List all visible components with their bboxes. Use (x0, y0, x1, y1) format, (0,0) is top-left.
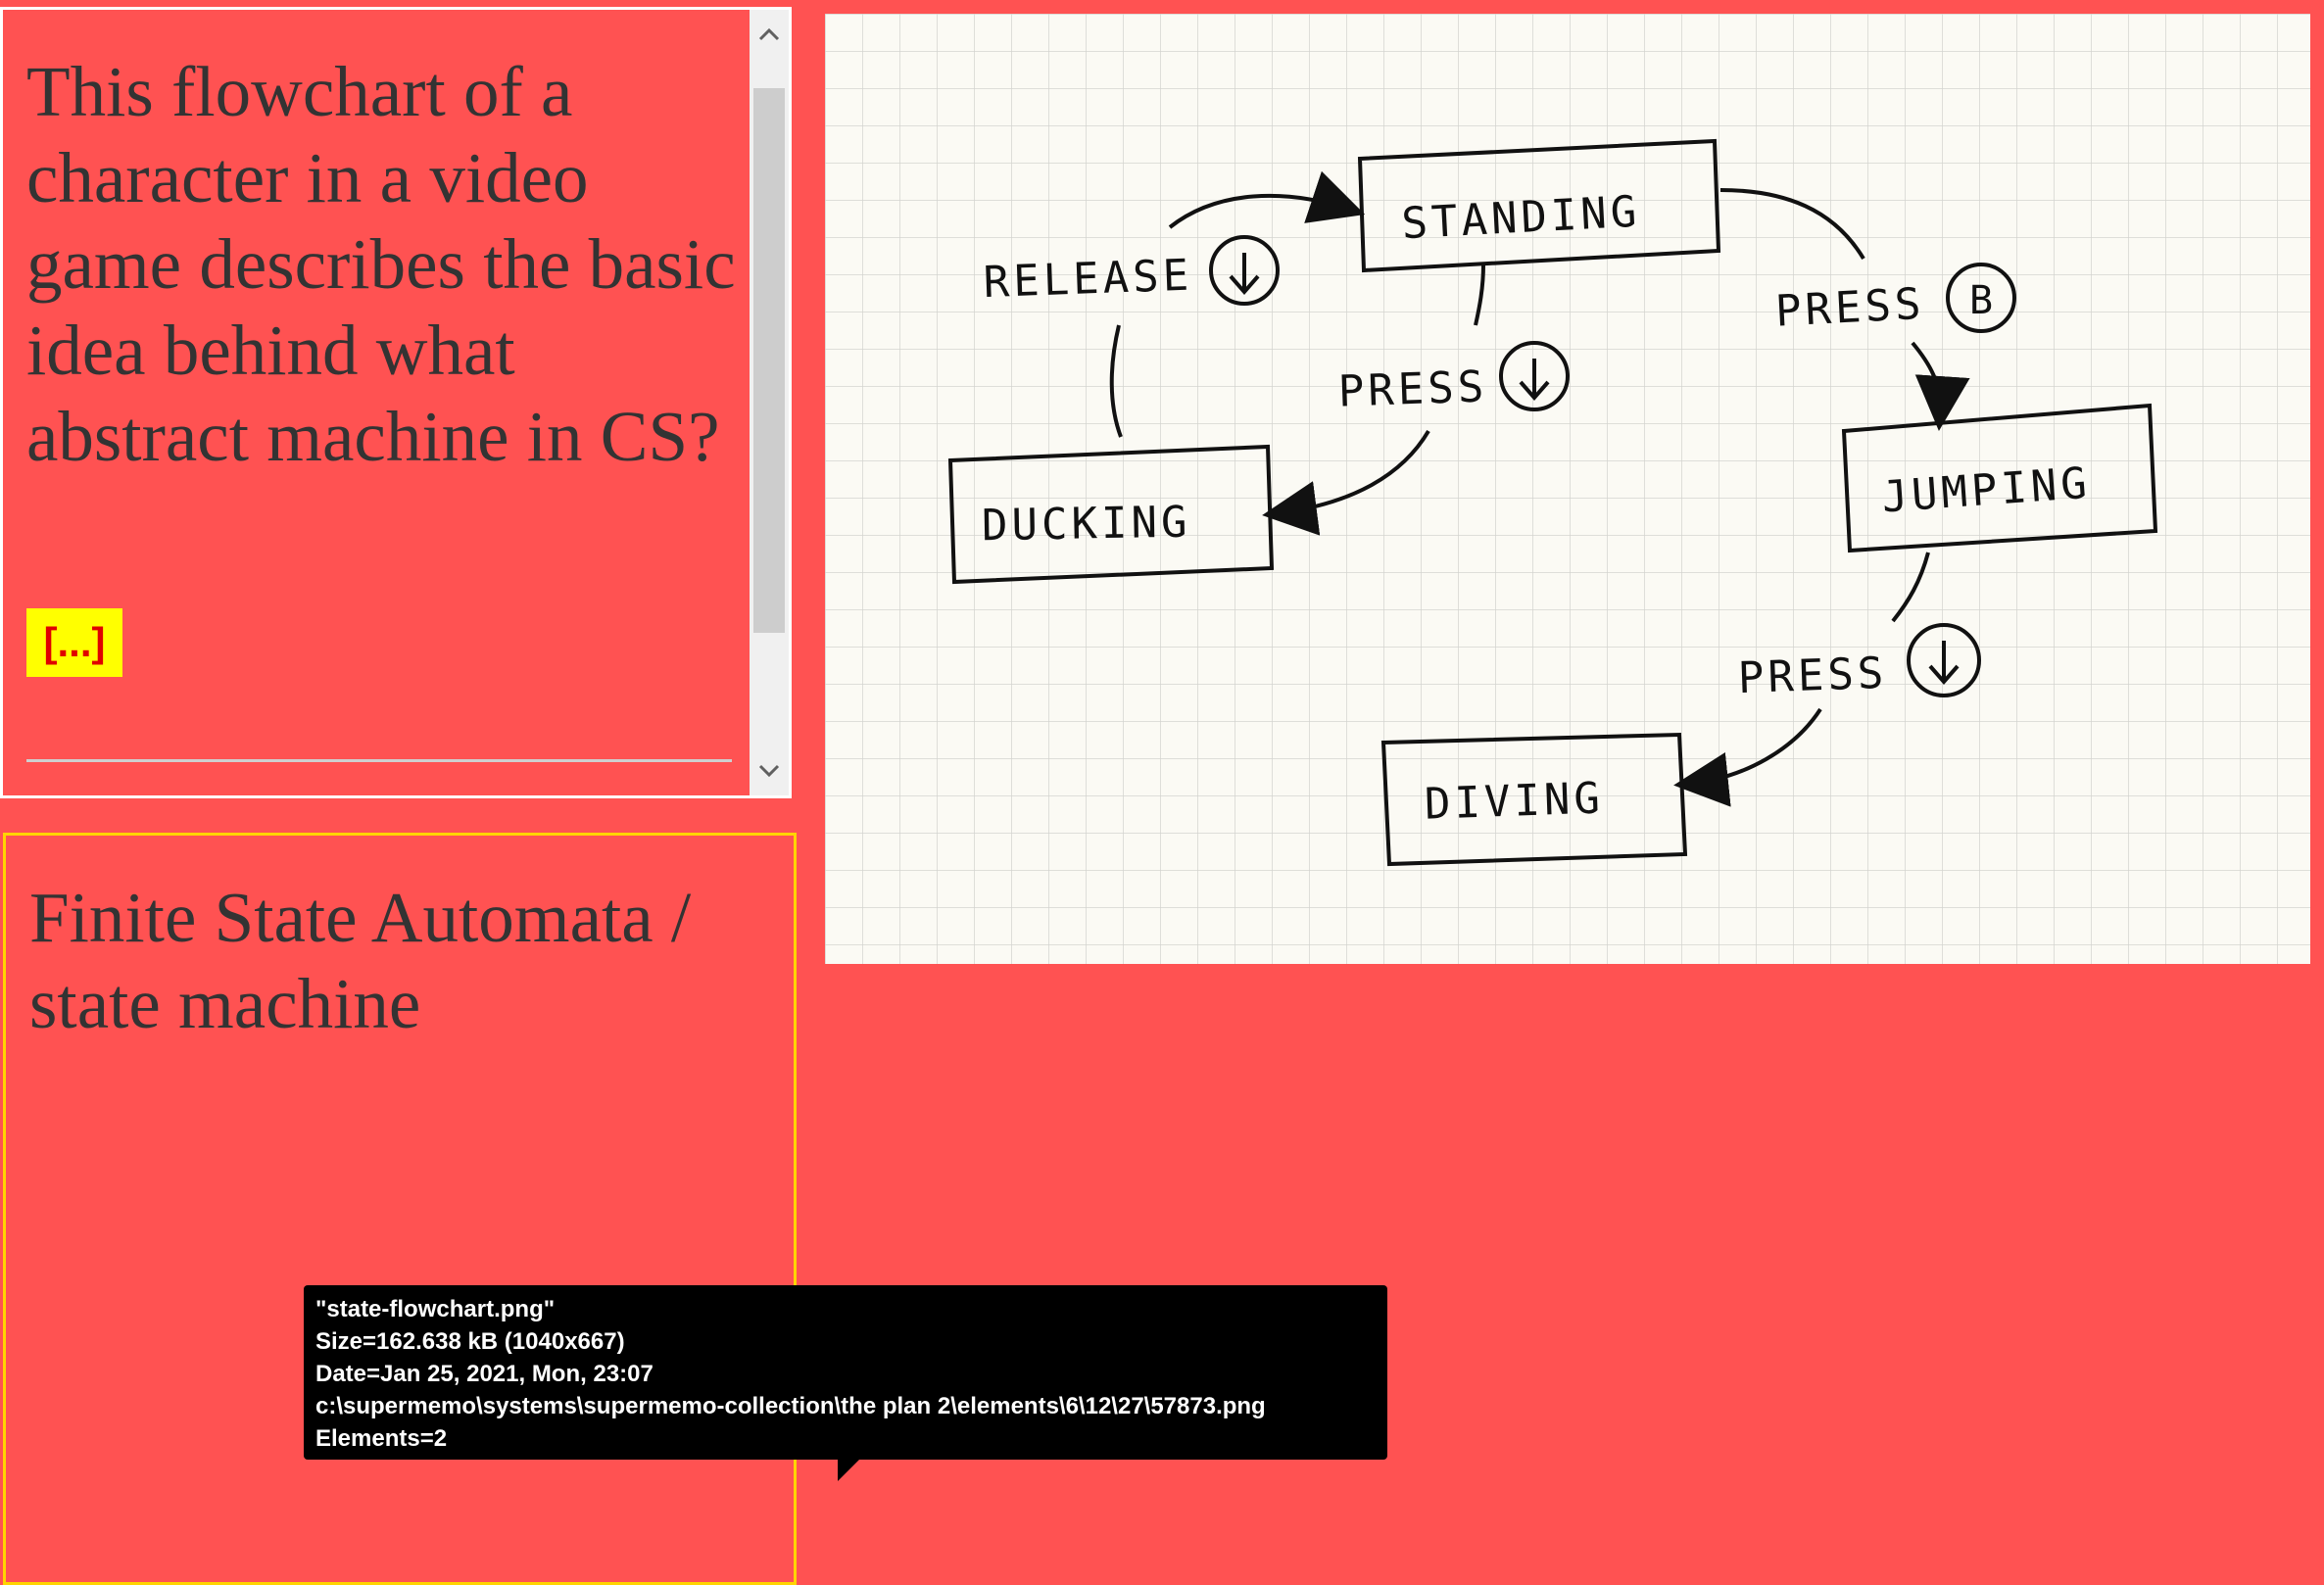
transition-press-down-standing: PRESS (1262, 264, 1570, 536)
transition-press-down-jumping: PRESS (1673, 552, 1981, 807)
tooltip-date: Date=Jan 25, 2021, Mon, 23:07 (315, 1361, 654, 1387)
transition-release-down: RELEASE (983, 170, 1366, 438)
vertical-scrollbar[interactable] (750, 10, 789, 795)
state-standing: STANDING (1357, 138, 1721, 273)
down-arrow-icon (1499, 341, 1570, 411)
down-arrow-icon (1907, 623, 1981, 697)
cloze-marker: [...] (26, 608, 122, 677)
flowchart-image[interactable]: STANDING DUCKING JUMPING DIVING RELEASE (825, 14, 2310, 964)
answer-pane[interactable]: Finite State Automata / state machine (3, 833, 797, 1585)
state-ducking-label: DUCKING (982, 498, 1191, 552)
down-arrow-icon (1209, 235, 1280, 306)
horizontal-rule (26, 759, 732, 762)
press-label: PRESS (1337, 361, 1488, 416)
flowchart-svg: STANDING DUCKING JUMPING DIVING RELEASE (825, 14, 2310, 964)
chevron-up-icon[interactable] (750, 10, 789, 59)
state-diving: DIVING (1380, 732, 1688, 867)
tooltip-filename: "state-flowchart.png" (315, 1296, 556, 1322)
grid-background (825, 14, 2310, 964)
state-ducking: DUCKING (947, 444, 1275, 585)
tooltip-path: c:\supermemo\systems\supermemo-collectio… (315, 1393, 1266, 1419)
state-standing-label: STANDING (1400, 187, 1641, 250)
question-pane[interactable]: This flowchart of a character in a video… (0, 7, 792, 798)
press-b-label: PRESS (1774, 279, 1926, 337)
state-diving-label: DIVING (1424, 773, 1605, 829)
file-info-tooltip: "state-flowchart.png" Size=162.638 kB (1… (304, 1285, 1387, 1460)
b-button-icon: B (1946, 263, 2016, 333)
transition-press-b: PRESS B (1719, 188, 2016, 431)
answer-text: Finite State Automata / state machine (29, 878, 692, 1043)
release-label: RELEASE (983, 251, 1193, 308)
b-button-label: B (1969, 278, 1993, 323)
question-text: This flowchart of a character in a video… (26, 52, 736, 476)
press-down-label: PRESS (1737, 648, 1888, 703)
scrollbar-thumb[interactable] (753, 88, 785, 633)
tooltip-size: Size=162.638 kB (1040x667) (315, 1328, 625, 1355)
tooltip-pointer (838, 1460, 859, 1481)
chevron-down-icon[interactable] (750, 746, 789, 795)
tooltip-elements: Elements=2 (315, 1425, 448, 1452)
